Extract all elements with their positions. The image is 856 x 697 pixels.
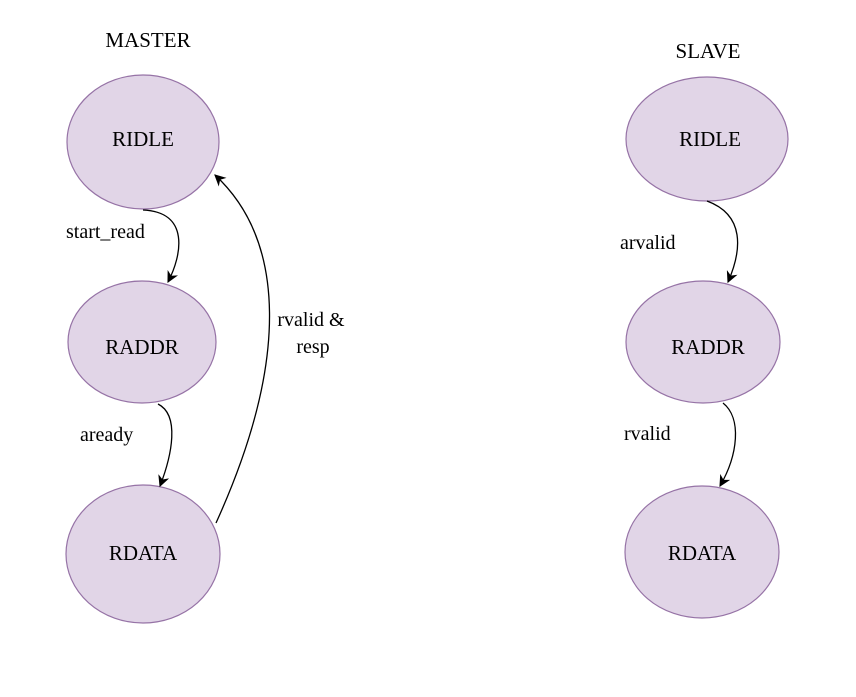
slave-state-rdata-label: RDATA xyxy=(668,541,737,565)
master-state-ridle[interactable]: RIDLE xyxy=(66,74,220,210)
master-transition-rdata-to-ridle xyxy=(214,174,271,524)
master-state-rdata-shape xyxy=(65,484,221,624)
master-state-raddr[interactable]: RADDR xyxy=(67,280,217,404)
master-state-raddr-shape xyxy=(67,280,217,404)
master-title: MASTER xyxy=(105,28,190,52)
slave-title: SLAVE xyxy=(676,39,741,63)
slave-state-rdata[interactable]: RDATA xyxy=(624,485,780,619)
master-transition-aready-label: aready xyxy=(80,424,133,446)
master-transition-start-read-label: start_read xyxy=(66,221,145,243)
slave-transition-raddr-to-rdata xyxy=(719,402,737,488)
master-state-machine: MASTER RIDLE RADDR RDATA start_read area… xyxy=(65,28,345,624)
master-state-raddr-label: RADDR xyxy=(105,335,179,359)
slave-state-machine: SLAVE RIDLE RADDR RDATA arvalid rvalid xyxy=(620,39,789,619)
slave-transition-ridle-to-raddr xyxy=(706,200,739,284)
slave-state-raddr-label: RADDR xyxy=(671,335,745,359)
master-state-ridle-label: RIDLE xyxy=(112,127,174,151)
slave-transition-arvalid-label: arvalid xyxy=(620,232,676,254)
slave-state-raddr-shape xyxy=(625,280,781,404)
slave-transition-rvalid-label: rvalid xyxy=(624,423,671,445)
master-transition-ridle-to-raddr xyxy=(142,209,180,284)
master-transition-rvalid-resp-label-line1: rvalid & xyxy=(277,309,345,331)
slave-state-ridle[interactable]: RIDLE xyxy=(625,76,789,202)
master-state-rdata-label: RDATA xyxy=(109,541,178,565)
slave-state-ridle-label: RIDLE xyxy=(679,127,741,151)
slave-state-rdata-shape xyxy=(624,485,780,619)
master-state-ridle-shape xyxy=(66,74,220,210)
master-state-rdata[interactable]: RDATA xyxy=(65,484,221,624)
slave-state-raddr[interactable]: RADDR xyxy=(625,280,781,404)
master-transition-rvalid-resp-label-line2: resp xyxy=(296,336,329,358)
master-transition-raddr-to-rdata xyxy=(157,403,173,488)
